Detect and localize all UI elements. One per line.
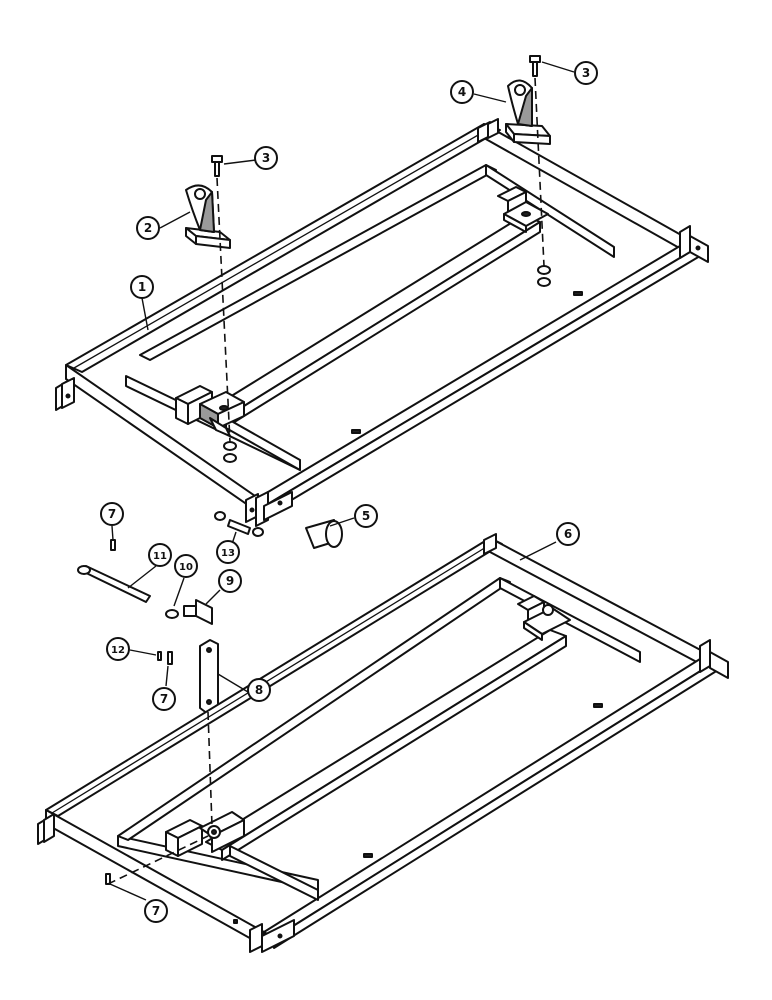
callout-2: 2: [136, 216, 160, 240]
adjusting-rod: [77, 565, 151, 603]
lower-frame: [37, 533, 729, 953]
callout-label: 7: [108, 507, 116, 521]
callout-10: 10: [174, 554, 198, 578]
upper-frame: [55, 118, 709, 527]
pin-with-washers: [214, 511, 264, 537]
callout-label: 4: [458, 85, 466, 99]
callout-7-mid: 7: [152, 687, 176, 711]
callout-9: 9: [218, 569, 242, 593]
callout-label: 8: [255, 683, 263, 697]
nut: [165, 609, 179, 619]
clevis: [183, 599, 213, 625]
cotter-pin-top: [110, 539, 116, 551]
callout-7-top: 7: [100, 502, 124, 526]
callout-label: 13: [221, 548, 235, 559]
callout-3-right: 3: [574, 61, 598, 85]
callout-label: 10: [179, 562, 193, 573]
leader-lines: [109, 61, 575, 901]
cotter-pin-mid: [167, 651, 173, 665]
hitch-pin: [305, 519, 343, 549]
bolt-left: [211, 155, 223, 177]
callout-5: 5: [354, 504, 378, 528]
callout-6: 6: [556, 522, 580, 546]
callout-label: 6: [564, 527, 572, 541]
callout-13: 13: [216, 540, 240, 564]
callout-1: 1: [130, 275, 154, 299]
bolt-right: [529, 55, 541, 77]
callout-label: 5: [362, 509, 370, 523]
callout-label: 2: [144, 221, 152, 235]
callout-label: 12: [111, 645, 125, 656]
callout-label: 3: [582, 66, 590, 80]
callout-label: 3: [262, 151, 270, 165]
hitch-bracket-right: [505, 79, 551, 145]
hitch-bracket-left: [185, 184, 231, 249]
callout-7-bottom: 7: [144, 899, 168, 923]
callout-label: 11: [153, 551, 167, 562]
callout-4: 4: [450, 80, 474, 104]
callout-8: 8: [247, 678, 271, 702]
callout-12: 12: [106, 637, 130, 661]
callout-11: 11: [148, 543, 172, 567]
callout-label: 7: [160, 692, 168, 706]
link-plate: [199, 639, 219, 715]
callout-label: 7: [152, 904, 160, 918]
washer: [157, 651, 162, 661]
callout-label: 9: [226, 574, 234, 588]
callout-label: 1: [138, 280, 146, 294]
callout-3-left: 3: [254, 146, 278, 170]
